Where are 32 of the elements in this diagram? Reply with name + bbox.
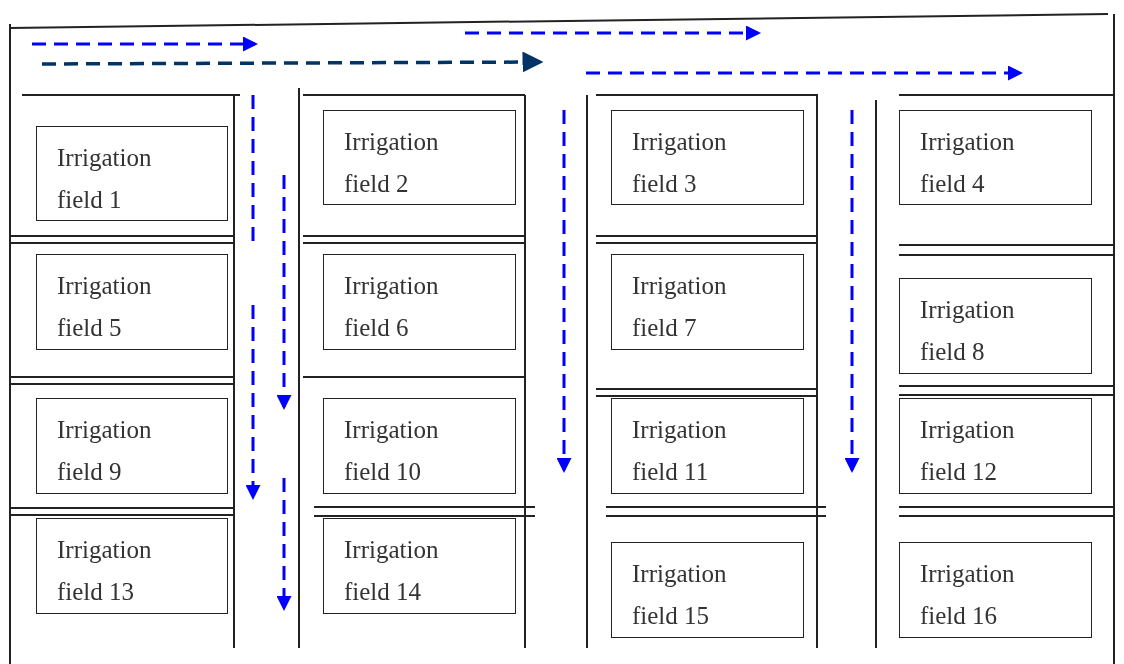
field-box (36, 254, 228, 350)
field-box (323, 110, 516, 205)
field-box (36, 126, 228, 221)
field-label: Irrigation field 7 (632, 271, 728, 343)
field-label: Irrigation field 6 (344, 271, 440, 343)
field-label: Irrigation field 14 (344, 535, 440, 607)
field-label: Irrigation field 9 (57, 415, 153, 487)
field-label: Irrigation field 16 (920, 559, 1016, 631)
field-label: Irrigation field 10 (344, 415, 440, 487)
field-box (899, 278, 1092, 374)
field-label: Irrigation field 12 (920, 415, 1016, 487)
field-label: Irrigation field 1 (57, 143, 153, 215)
field-box (611, 542, 804, 638)
field-box (611, 110, 804, 205)
field-label: Irrigation field 15 (632, 559, 728, 631)
field-box (611, 254, 804, 350)
field-box (36, 518, 228, 614)
field-box (611, 398, 804, 494)
field-label: Irrigation field 8 (920, 295, 1016, 367)
field-label: Irrigation field 13 (57, 535, 153, 607)
field-label: Irrigation field 5 (57, 271, 153, 343)
field-label: Irrigation field 3 (632, 127, 728, 199)
field-box (323, 254, 516, 350)
field-box (899, 110, 1092, 205)
field-box (899, 542, 1092, 638)
field-label: Irrigation field 2 (344, 127, 440, 199)
field-box (323, 398, 516, 494)
field-box (36, 398, 228, 494)
field-label: Irrigation field 4 (920, 127, 1016, 199)
field-box (899, 398, 1092, 494)
field-box (323, 518, 516, 614)
field-label: Irrigation field 11 (632, 415, 728, 487)
